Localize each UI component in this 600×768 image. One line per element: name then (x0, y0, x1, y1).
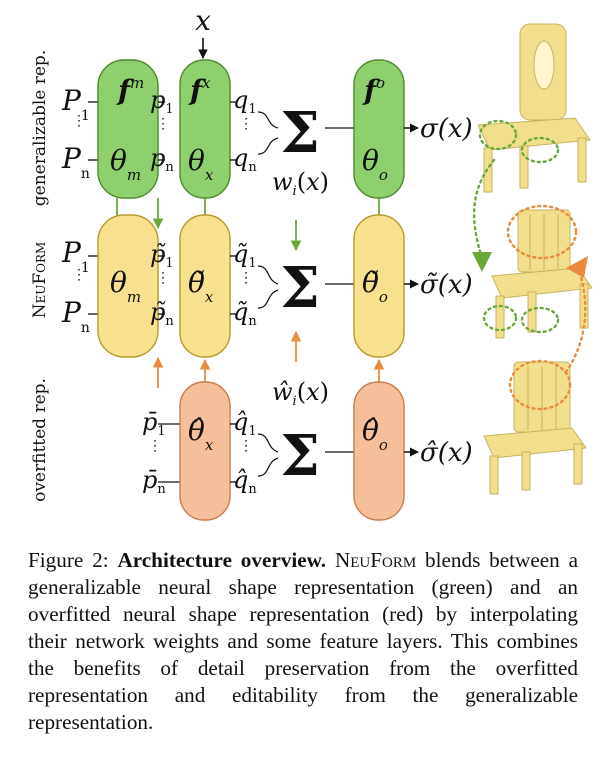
connector-curve (257, 433, 279, 453)
connector-curve (257, 457, 279, 477)
input-x-label: x (195, 4, 211, 37)
row-label-generalizable: generalizable rep. (30, 50, 50, 206)
box-theta-x-tilde (179, 214, 231, 358)
feature-pn-tilde: p̃n (150, 298, 174, 329)
output-sigma: σ(x) (420, 114, 473, 144)
output-sigma-tilde: σ̃(x) (420, 270, 473, 300)
generalizable-row: x P1 ⋮ Pn fm θm p1 ⋮ pn fx θx q1 ⋮ qn Σ … (61, 4, 473, 199)
feature-p1: p1 (150, 86, 174, 117)
output-sigma-hat: σ̂(x) (420, 438, 473, 468)
connector-curve (257, 265, 279, 285)
feature-q1-tilde: q̃1 (233, 240, 257, 271)
caption-body: blends between a generalizable neural sh… (28, 548, 578, 734)
ellipsis: ⋮ (156, 116, 170, 132)
box-theta-x-hat (179, 381, 231, 521)
feature-q1-hat: q̂1 (233, 408, 257, 439)
caption-title: Architecture overview. (117, 548, 327, 572)
feature-qn-hat: q̂n (233, 466, 257, 497)
orange-dotted-highlights (506, 204, 587, 411)
ellipsis: ⋮ (239, 438, 253, 454)
architecture-diagram: generalizable rep. NeuForm overfitted re… (30, 4, 593, 521)
ellipsis: ⋮ (239, 116, 253, 132)
ellipsis: ⋮ (148, 438, 162, 454)
feature-qn-tilde: q̃n (233, 298, 257, 329)
feature-pn-bar: p̄n (142, 466, 166, 497)
sum-symbol: Σ (280, 423, 320, 489)
sum-symbol: Σ (280, 100, 320, 166)
feature-p1-tilde: p̃1 (150, 240, 174, 271)
feature-pn: pn (150, 144, 174, 175)
ellipsis: ⋮ (239, 270, 253, 286)
chair-generalizable (477, 23, 591, 193)
box-theta-o-tilde (353, 214, 405, 358)
caption-method-name: NeuForm (334, 548, 417, 572)
box-theta-o-hat (353, 381, 405, 521)
green-dotted-highlights (473, 119, 560, 334)
chair-overfitted (483, 361, 587, 495)
figure-caption: Figure 2: Architecture overview. NeuForm… (28, 547, 578, 736)
neuform-row: P1 ⋮ Pn θm p̃1 ⋮ p̃n θ̃x q̃1 ⋮ q̃n Σ θ̃o… (61, 214, 473, 358)
sum-symbol: Σ (280, 255, 320, 321)
latent-pn: Pn (61, 296, 90, 336)
row-label-overfitted: overfitted rep. (30, 378, 50, 502)
ellipsis: ⋮ (156, 270, 170, 286)
weight-w: wi(x) (272, 168, 329, 199)
weight-w-hat: ŵi(x) (272, 378, 329, 409)
ellipsis: ⋮ (72, 267, 86, 283)
box-theta-m (97, 214, 159, 358)
connector-curve (257, 289, 279, 309)
green-arrowhead (472, 252, 492, 272)
connector-curve (257, 137, 279, 155)
feature-qn: qn (233, 144, 257, 175)
feature-p1-bar: p̄1 (142, 408, 166, 439)
row-label-neuform: NeuForm (30, 242, 50, 319)
overfitted-row: ŵi(x) p̄1 ⋮ p̄n θ̂x q̂1 ⋮ q̂n Σ θ̂o σ̂(x… (142, 378, 473, 521)
ellipsis: ⋮ (72, 113, 86, 129)
caption-prefix: Figure 2: (28, 548, 118, 572)
latent-pn: Pn (61, 142, 90, 182)
connector-curve (257, 111, 279, 129)
feature-q1: q1 (233, 86, 257, 117)
box-f-m (97, 59, 159, 199)
orange-arrowhead (566, 256, 588, 278)
